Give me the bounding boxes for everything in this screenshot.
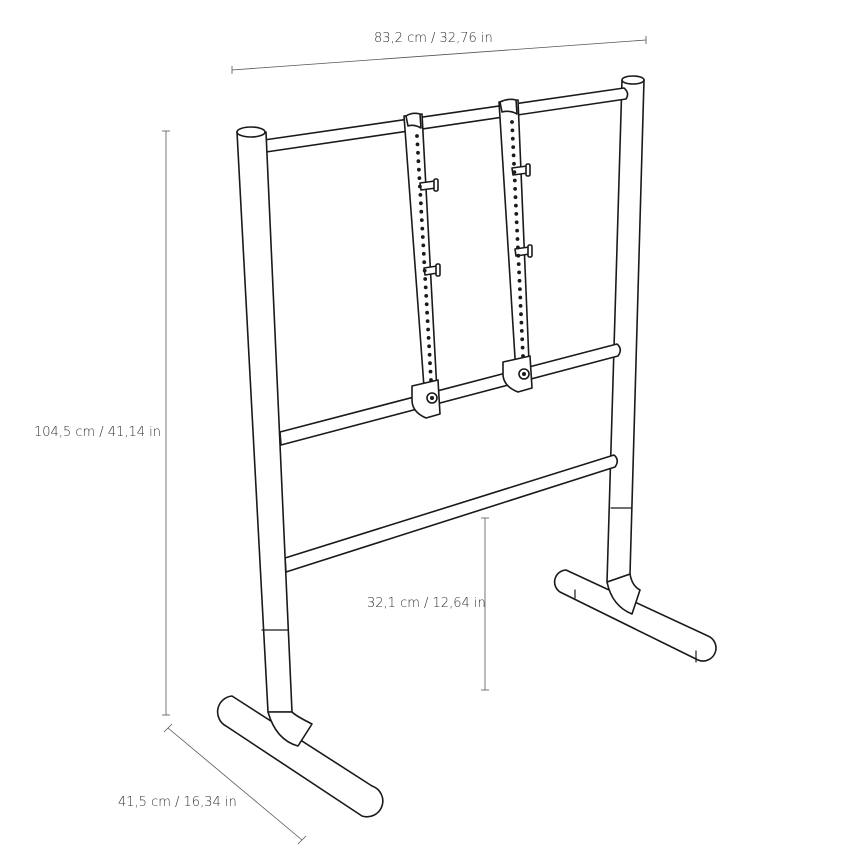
left-bracket-hole bbox=[415, 142, 420, 147]
left-bracket-hole bbox=[416, 159, 421, 164]
left-upright bbox=[236, 126, 293, 713]
right-bracket-hole bbox=[513, 195, 518, 200]
right-bracket-hole bbox=[516, 245, 520, 250]
left-bracket-hole bbox=[418, 193, 423, 197]
right-bracket bbox=[498, 98, 533, 393]
left-foot bbox=[216, 695, 384, 818]
left-bracket-hole bbox=[422, 260, 427, 265]
right-bracket-hole bbox=[514, 203, 518, 208]
left-bracket-hole bbox=[421, 251, 426, 256]
right-bracket-hole bbox=[520, 345, 525, 350]
height-label: 104,5 cm / 41,14 in bbox=[34, 425, 161, 440]
right-bracket-hole bbox=[514, 220, 519, 225]
right-bracket-hole bbox=[518, 295, 523, 300]
right-bracket-hole bbox=[510, 120, 514, 124]
left-bracket-hole bbox=[424, 302, 429, 307]
depth-label: 41,5 cm / 16,34 in bbox=[118, 795, 237, 810]
right-bracket-hole bbox=[518, 304, 523, 308]
left-bracket-hole bbox=[421, 243, 426, 248]
dimension-rail-height: 32,1 cm / 12,64 in bbox=[367, 517, 489, 691]
left-bracket-hole bbox=[423, 285, 428, 290]
top-rail bbox=[263, 87, 629, 153]
left-bracket-hole bbox=[427, 352, 432, 357]
left-bracket-hole bbox=[426, 327, 430, 332]
right-bracket-hole bbox=[518, 287, 522, 291]
left-bracket-hole bbox=[419, 201, 423, 206]
left-bracket-hole bbox=[428, 361, 432, 366]
right-bracket-hole bbox=[510, 128, 515, 133]
right-bracket-hole bbox=[515, 228, 519, 233]
middle-rail bbox=[279, 343, 622, 446]
right-bracket-hole bbox=[512, 161, 516, 166]
right-bracket-hole bbox=[510, 136, 515, 141]
left-bracket-hole bbox=[427, 344, 431, 349]
dimension-height: 104,5 cm / 41,14 in bbox=[34, 130, 170, 716]
right-bracket-hole bbox=[519, 329, 524, 333]
right-bracket-hole bbox=[516, 262, 521, 266]
left-bracket-hole bbox=[420, 226, 425, 231]
right-foot bbox=[553, 569, 717, 663]
left-bracket bbox=[403, 112, 441, 419]
left-bracket-hole bbox=[426, 336, 431, 340]
right-bracket-hole bbox=[511, 145, 516, 150]
left-bracket-hole bbox=[425, 310, 429, 315]
right-bracket-hole bbox=[516, 253, 521, 258]
right-bracket-hole bbox=[519, 312, 523, 317]
right-bracket-hole bbox=[512, 170, 517, 175]
left-bracket-hole bbox=[416, 150, 420, 155]
bracket-holes bbox=[415, 120, 525, 382]
dimension-width: 83,2 cm / 32,76 in bbox=[231, 31, 647, 74]
left-bracket-hole bbox=[429, 378, 433, 382]
dimension-depth: 41,5 cm / 16,34 in bbox=[118, 723, 307, 845]
right-bracket-hole bbox=[521, 354, 525, 358]
rail-height-label: 32,1 cm / 12,64 in bbox=[367, 596, 486, 611]
left-bracket-hole bbox=[419, 218, 424, 223]
left-bracket-hole bbox=[415, 134, 419, 138]
left-bracket-hole bbox=[422, 268, 427, 273]
left-bracket-hole bbox=[417, 176, 422, 181]
right-bracket-hole bbox=[515, 237, 520, 241]
right-bracket-hole bbox=[513, 187, 517, 191]
right-bracket-hole bbox=[517, 278, 522, 283]
left-bracket-hole bbox=[420, 235, 425, 239]
left-bracket-hole bbox=[424, 294, 429, 298]
right-bracket-hole bbox=[519, 320, 524, 325]
left-bracket-hole bbox=[419, 209, 424, 214]
right-bracket-hole bbox=[512, 178, 517, 183]
right-bracket-hole bbox=[520, 337, 525, 342]
left-bracket-hole bbox=[417, 167, 421, 172]
left-bracket-hole bbox=[428, 369, 433, 374]
width-label: 83,2 cm / 32,76 in bbox=[374, 31, 493, 46]
right-upright bbox=[606, 75, 645, 583]
left-bracket-hole bbox=[425, 319, 430, 323]
left-bracket-hole bbox=[418, 184, 422, 189]
bottom-rail bbox=[284, 454, 619, 573]
left-bracket-hole bbox=[423, 277, 428, 281]
right-bracket-hole bbox=[511, 153, 516, 158]
right-bracket-hole bbox=[514, 212, 519, 216]
right-bracket-hole bbox=[517, 270, 521, 275]
